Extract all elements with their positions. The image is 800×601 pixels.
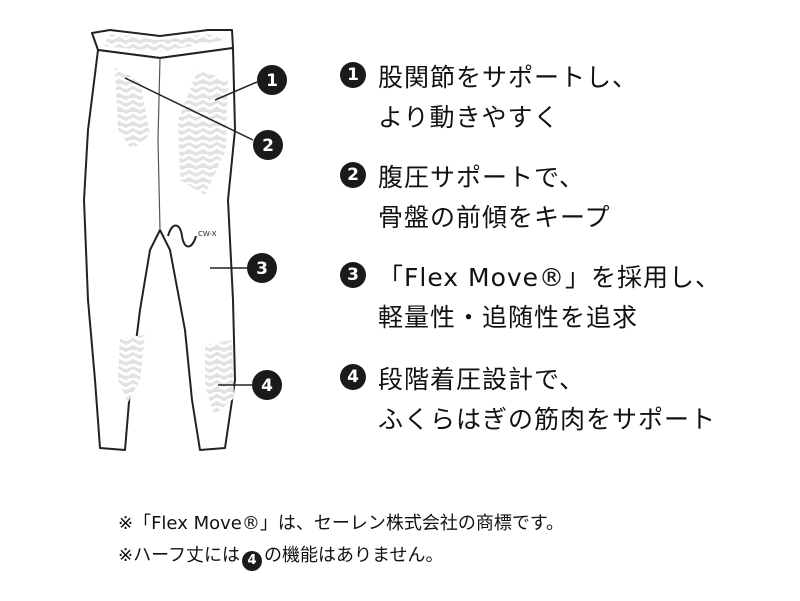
feature-number-badge: 1 [340,62,366,88]
svg-text:2: 2 [262,136,274,156]
calf-support-panel-left [118,335,145,402]
callout-line-2 [124,77,254,141]
callout-badge-4: 4 [252,370,282,400]
feature-4: 4 段階着圧設計で、 ふくらはぎの筋肉をサポート [340,360,716,440]
feature-text-line1: 「Flex Move®」を採用し、 [378,263,722,292]
trademark-note: ※「Flex Move®」は、セーレン株式会社の商標です。 [118,513,565,534]
brand-logo: CW-X [167,224,217,248]
calf-support-panel-right [205,340,234,415]
note-number-badge: 4 [242,551,263,571]
hip-support-panel [115,68,150,150]
svg-text:4: 4 [261,376,273,396]
svg-text:CW-X: CW-X [198,230,217,238]
feature-2: 2 腹圧サポートで、 骨盤の前傾をキープ [340,158,611,238]
svg-text:3: 3 [256,259,268,279]
feature-number-badge: 3 [340,262,366,288]
feature-number-badge: 4 [340,364,366,390]
feature-text-line1: 段階着圧設計で、 [378,365,586,394]
svg-text:1: 1 [266,71,278,91]
callout-line-1 [214,81,258,101]
callout-badge-2: 2 [253,130,283,160]
center-seam [157,57,161,231]
feature-text-line1: 腹圧サポートで、 [378,163,586,192]
feature-text-line2: 骨盤の前傾をキープ [378,203,611,232]
feature-3: 3 「Flex Move®」を採用し、 軽量性・追随性を追求 [340,258,721,338]
feature-1: 1 股関節をサポートし、 より動きやすく [340,58,638,138]
waist-support-panel [104,34,224,52]
feature-number-badge: 2 [340,162,366,188]
tights-diagram: CW-X 1 2 3 4 [83,29,287,451]
callout-badge-1: 1 [257,65,287,95]
feature-text-line2: ふくらはぎの筋肉をサポート [378,405,717,434]
half-length-note-prefix: ※ハーフ丈には [118,545,241,566]
feature-text-line2: より動きやすく [378,103,560,132]
feature-text-line2: 軽量性・追随性を追求 [378,303,639,332]
half-length-note-suffix: の機能はありません。 [264,545,444,566]
feature-text-line1: 股関節をサポートし、 [378,63,639,92]
hip-support-panel-right [178,70,228,195]
callout-badge-3: 3 [247,253,277,283]
